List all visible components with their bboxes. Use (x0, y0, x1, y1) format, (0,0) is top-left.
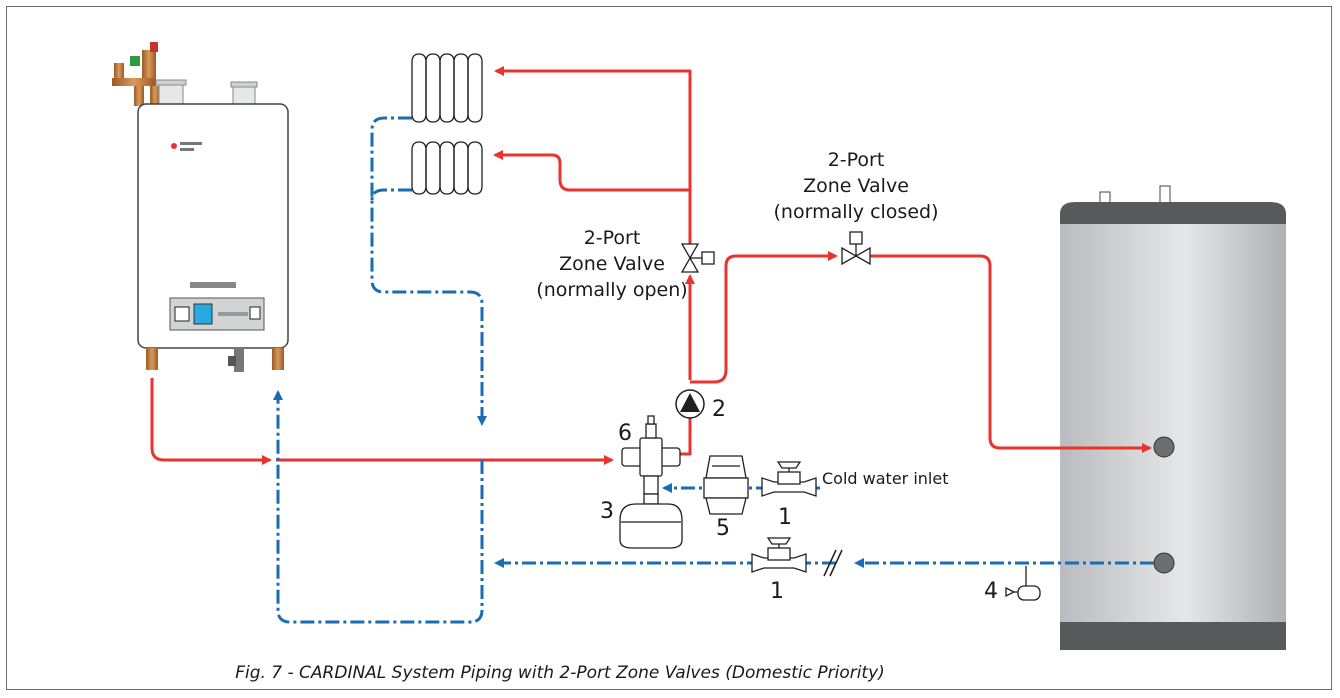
label-number-3: 3 (600, 499, 614, 524)
radiator-upper (411, 53, 483, 123)
boiler (112, 42, 289, 372)
ball-valve-return (751, 537, 807, 573)
label-zone-valve-open-line1: 2-Port (584, 227, 641, 249)
label-zone-valve-open-line3: (normally open) (536, 279, 687, 301)
circulator-pump (675, 389, 705, 419)
label-zone-valve-closed: 2-Port Zone Valve (normally closed) (774, 149, 939, 223)
label-number-2: 2 (712, 397, 726, 422)
brand-logo (171, 142, 202, 151)
mixing-valve (621, 415, 681, 495)
figure-frame (6, 6, 1332, 690)
zone-valve-normally-closed (841, 231, 871, 266)
control-panel (169, 297, 265, 331)
label-zone-valve-open: 2-Port Zone Valve (normally open) (536, 227, 687, 301)
label-zone-valve-closed-line1: 2-Port (828, 149, 885, 171)
pressure-reducing-valve (703, 455, 749, 515)
radiator-lower (411, 141, 483, 195)
label-zone-valve-closed-line2: Zone Valve (803, 175, 909, 197)
drain-valve (1005, 566, 1041, 601)
label-zone-valve-open-line2: Zone Valve (559, 253, 665, 275)
label-cold-water-inlet: Cold water inlet (822, 469, 948, 488)
ball-valve-cold-inlet (761, 461, 817, 497)
label-number-6: 6 (618, 421, 632, 446)
indirect-water-heater (1060, 185, 1286, 650)
label-zone-valve-closed-line3: (normally closed) (774, 201, 939, 223)
air-vent-fitting (112, 42, 160, 106)
label-number-1-upper: 1 (778, 505, 792, 530)
label-number-1-lower: 1 (770, 579, 784, 604)
return-piping (273, 116, 1154, 624)
expansion-tank (619, 493, 683, 549)
label-number-4: 4 (984, 579, 998, 604)
zone-valve-normally-open (680, 243, 715, 273)
supply-piping (150, 66, 1152, 465)
label-number-5: 5 (716, 516, 730, 541)
figure-caption: Fig. 7 - CARDINAL System Piping with 2-P… (235, 663, 885, 683)
